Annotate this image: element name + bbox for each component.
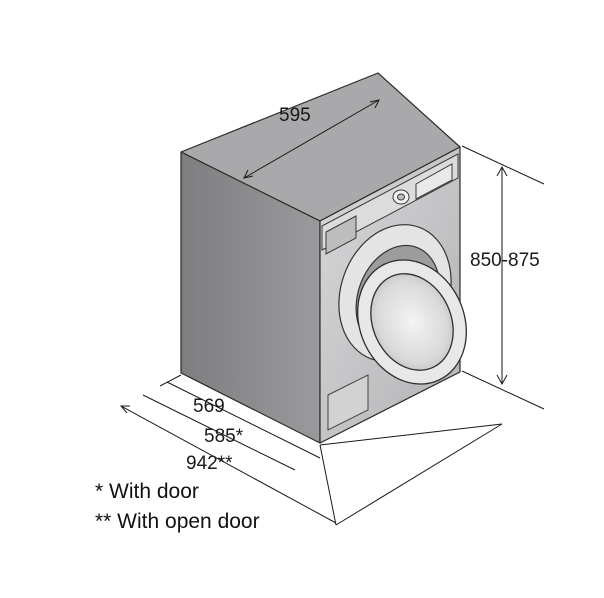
program-dial-center	[397, 193, 405, 201]
note-with-door: * With door	[95, 480, 199, 503]
control-panel	[321, 153, 459, 255]
display-panel	[415, 163, 453, 200]
dimension-lines	[119, 99, 545, 526]
depth-label: 569	[193, 396, 225, 417]
depth-with-door-label: 585*	[204, 426, 244, 447]
open-door	[357, 259, 467, 385]
filter-hatch	[327, 374, 369, 431]
note-with-open-door: ** With open door	[95, 510, 260, 533]
width-label: 595	[279, 105, 311, 126]
depth-with-open-door-label: 942**	[186, 453, 233, 474]
detergent-drawer	[325, 215, 357, 255]
height-label: 850-875	[470, 250, 540, 271]
door-glass	[370, 273, 454, 371]
